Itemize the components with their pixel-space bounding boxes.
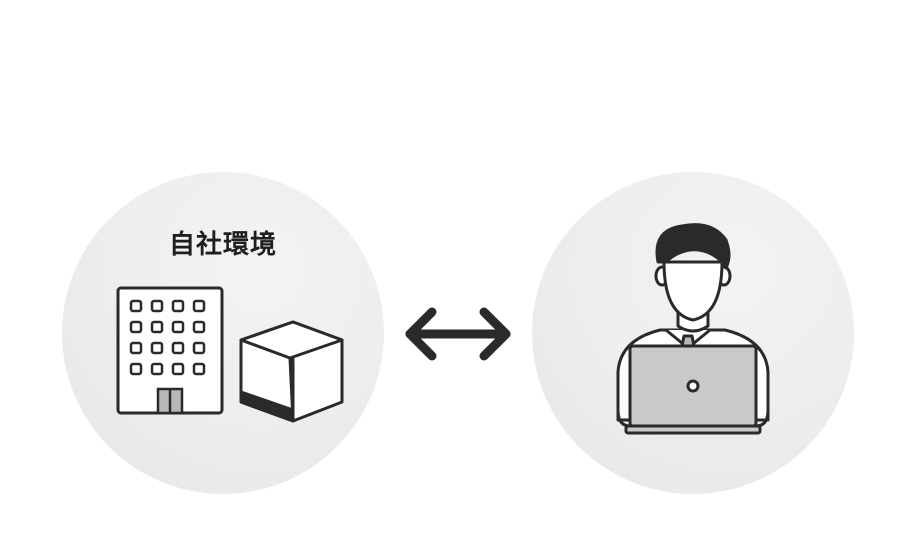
person-with-laptop-icon xyxy=(616,223,770,435)
on-premise-label: 自社環境 xyxy=(168,230,277,260)
bidirectional-arrow-icon xyxy=(405,307,511,361)
server-box-icon xyxy=(239,320,344,423)
office-building-icon xyxy=(116,286,224,415)
